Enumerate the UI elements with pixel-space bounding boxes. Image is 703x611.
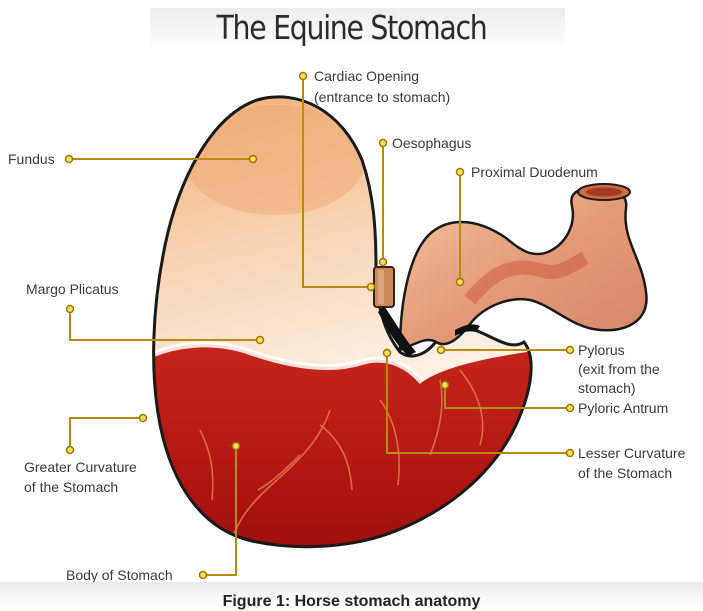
- label-greater-curvature: Greater Curvature: [24, 459, 137, 475]
- label-proximal-duodenum: Proximal Duodenum: [471, 164, 598, 180]
- label-pylorus: Pylorus: [578, 342, 625, 358]
- label-pylorus-note-2: stomach): [578, 380, 636, 396]
- label-oesophagus: Oesophagus: [392, 135, 471, 151]
- label-pyloric-antrum: Pyloric Antrum: [578, 400, 668, 416]
- label-body-of-stomach: Body of Stomach: [66, 567, 173, 583]
- label-fundus: Fundus: [8, 151, 55, 167]
- figure-caption: Figure 1: Horse stomach anatomy: [0, 593, 703, 611]
- label-greater-curvature-2: of the Stomach: [24, 479, 118, 495]
- label-cardiac-opening: Cardiac Opening: [314, 68, 419, 84]
- label-lesser-curvature-2: of the Stomach: [578, 465, 672, 481]
- oesophagus-shape: [374, 267, 394, 307]
- label-margo-plicatus: Margo Plicatus: [26, 281, 119, 297]
- label-cardiac-opening-note: (entrance to stomach): [314, 89, 450, 105]
- label-lesser-curvature: Lesser Curvature: [578, 445, 686, 461]
- label-pylorus-note-1: (exit from the: [578, 361, 660, 377]
- duodenum-shape: [400, 184, 646, 350]
